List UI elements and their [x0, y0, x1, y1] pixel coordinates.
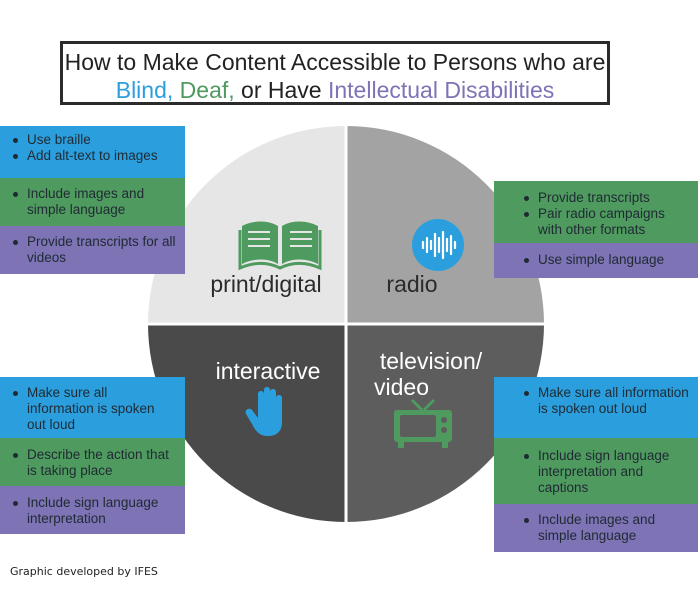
- title-line-1: How to Make Content Accessible to Person…: [64, 49, 606, 75]
- band-interactive-intellectual: Include sign language interpretation: [0, 486, 185, 534]
- list-item: Include images and simple language: [524, 512, 690, 544]
- soundwave-icon: [412, 219, 464, 271]
- quadrant-circle-svg: [148, 126, 544, 522]
- list-item: Use braille: [13, 132, 177, 148]
- quadrant-label-tv: television/ video: [356, 348, 506, 400]
- quadrant-interactive: [148, 324, 346, 522]
- band-print-intellectual: Provide transcripts for all videos: [0, 226, 185, 274]
- panel-radio: Provide transcripts Pair radio campaigns…: [494, 181, 698, 278]
- panel-print: Use braille Add alt-text to images Inclu…: [0, 126, 185, 274]
- band-radio-deaf: Provide transcripts Pair radio campaigns…: [494, 181, 698, 243]
- title-box: How to Make Content Accessible to Person…: [60, 41, 610, 105]
- quadrant-label-radio: radio: [386, 271, 438, 297]
- band-tv-intellectual: Include images and simple language: [494, 504, 698, 552]
- quadrant-label-tv-line2: video: [374, 374, 429, 400]
- list-item: Make sure all information is spoken out …: [13, 385, 177, 433]
- list-item: Describe the action that is taking place: [13, 447, 177, 479]
- list-item: Add alt-text to images: [13, 148, 177, 164]
- panel-interactive: Make sure all information is spoken out …: [0, 377, 185, 534]
- quadrant-label-interactive: interactive: [215, 358, 321, 384]
- list-item: Provide transcripts: [524, 190, 690, 206]
- list-item: Provide transcripts for all videos: [13, 234, 176, 265]
- band-print-blind: Use braille Add alt-text to images: [0, 126, 185, 178]
- television-icon: [394, 398, 452, 448]
- list-item: Make sure all information is spoken out …: [524, 385, 689, 416]
- band-interactive-blind: Make sure all information is spoken out …: [0, 377, 185, 438]
- band-radio-intellectual: Use simple language: [494, 243, 698, 278]
- title-line-2: Blind, Deaf, or Have Intellectual Disabi…: [63, 76, 607, 104]
- band-print-deaf: Include images and simple language: [0, 178, 185, 226]
- band-tv-deaf: Include sign language interpretation and…: [494, 438, 698, 504]
- list-item: Include sign language interpretation: [13, 495, 177, 527]
- list-item: Pair radio campaigns with other formats: [524, 206, 690, 238]
- band-tv-blind: Make sure all information is spoken out …: [494, 377, 698, 438]
- title-deaf: Deaf,: [179, 77, 235, 103]
- list-item: Include images and simple language: [13, 186, 177, 218]
- title-or-have: or Have: [241, 77, 322, 103]
- title-blind: Blind,: [115, 77, 174, 103]
- list-item: Use simple language: [524, 252, 690, 268]
- credit-text: Graphic developed by IFES: [10, 565, 158, 578]
- quadrant-label-tv-line1: television/: [379, 348, 483, 374]
- hand-icon: [245, 387, 282, 436]
- band-interactive-deaf: Describe the action that is taking place: [0, 438, 185, 486]
- title-intellectual: Intellectual Disabilities: [327, 77, 555, 103]
- list-item: Include sign language interpretation and…: [524, 448, 690, 496]
- quadrant-circle: print/digital radio interactive televisi…: [148, 126, 544, 522]
- quadrant-label-print: print/digital: [210, 271, 322, 297]
- panel-tv: Make sure all information is spoken out …: [494, 377, 698, 552]
- book-icon: [238, 221, 322, 271]
